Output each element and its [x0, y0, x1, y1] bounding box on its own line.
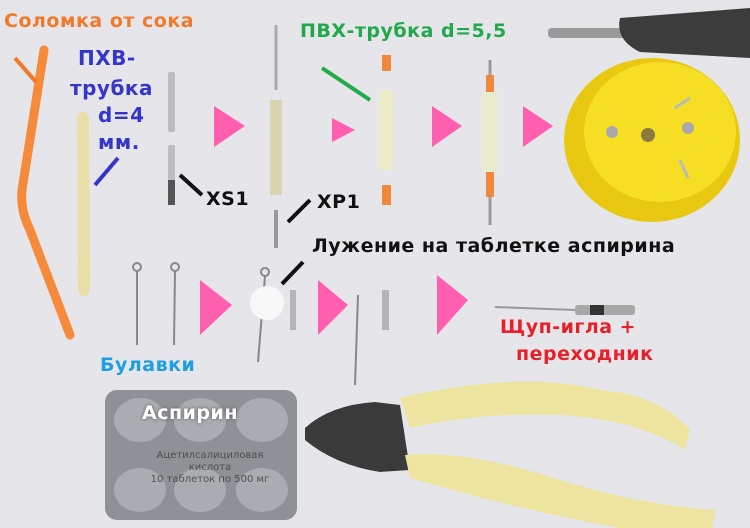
arrow-3 [432, 106, 462, 147]
label-pins: Булавки [100, 354, 196, 376]
blister-line-3: 10 таблеток по 500 мг [150, 474, 270, 485]
label-pvc4-line2: трубка [70, 76, 153, 100]
label-straw: Соломка от сока [4, 10, 195, 32]
arrows [200, 106, 553, 335]
arrow-7 [437, 275, 468, 335]
side-cutters [305, 381, 715, 528]
yellow-cap-connector [564, 58, 740, 222]
blister-text: Ацетилсалициловая кислота 10 таблеток по… [150, 450, 270, 486]
arrow-1 [214, 106, 245, 147]
aspirin-blister [105, 390, 297, 520]
contact-pin [290, 290, 296, 330]
xp1-pointer [286, 198, 312, 224]
label-pvc4-line1: ПХВ- [78, 46, 136, 70]
pvc-tube-5.5-parts [379, 55, 498, 225]
arrow-5 [200, 280, 232, 335]
label-xp1: XP1 [317, 191, 361, 213]
label-pvc4-line4: мм. [98, 130, 140, 154]
label-xs1: XS1 [206, 188, 250, 210]
label-aspirin: Аспирин [142, 402, 238, 424]
pvc55-pointer [320, 66, 372, 102]
tinning-pointer [280, 260, 305, 286]
label-probe-line1: Щуп-игла + [500, 316, 637, 338]
aspirin-tablet [250, 286, 284, 320]
juice-straw [17, 45, 75, 340]
xs1-pointer [178, 173, 204, 197]
arrow-4 [523, 106, 553, 147]
probe-needle-adapter [494, 305, 635, 315]
soldering-iron [548, 8, 750, 58]
label-pvc4-line3: d=4 [98, 103, 145, 127]
arrow-2 [332, 118, 355, 142]
straw-pointer [13, 56, 38, 84]
blister-line-1: Ацетилсалициловая [156, 450, 264, 461]
blister-line-2: кислота [188, 462, 232, 473]
label-tinning: Лужение на таблетке аспирина [312, 235, 676, 257]
xp1-parts [270, 25, 282, 248]
arrow-6 [318, 280, 348, 335]
contact-socket [382, 290, 389, 330]
label-probe-line2: переходник [516, 343, 654, 365]
pvc-tube-4mm [77, 112, 90, 296]
label-pvc55: ПВХ-трубка d=5,5 [300, 20, 507, 42]
pvc4-pointer [93, 156, 120, 187]
xs1-parts [168, 72, 175, 205]
